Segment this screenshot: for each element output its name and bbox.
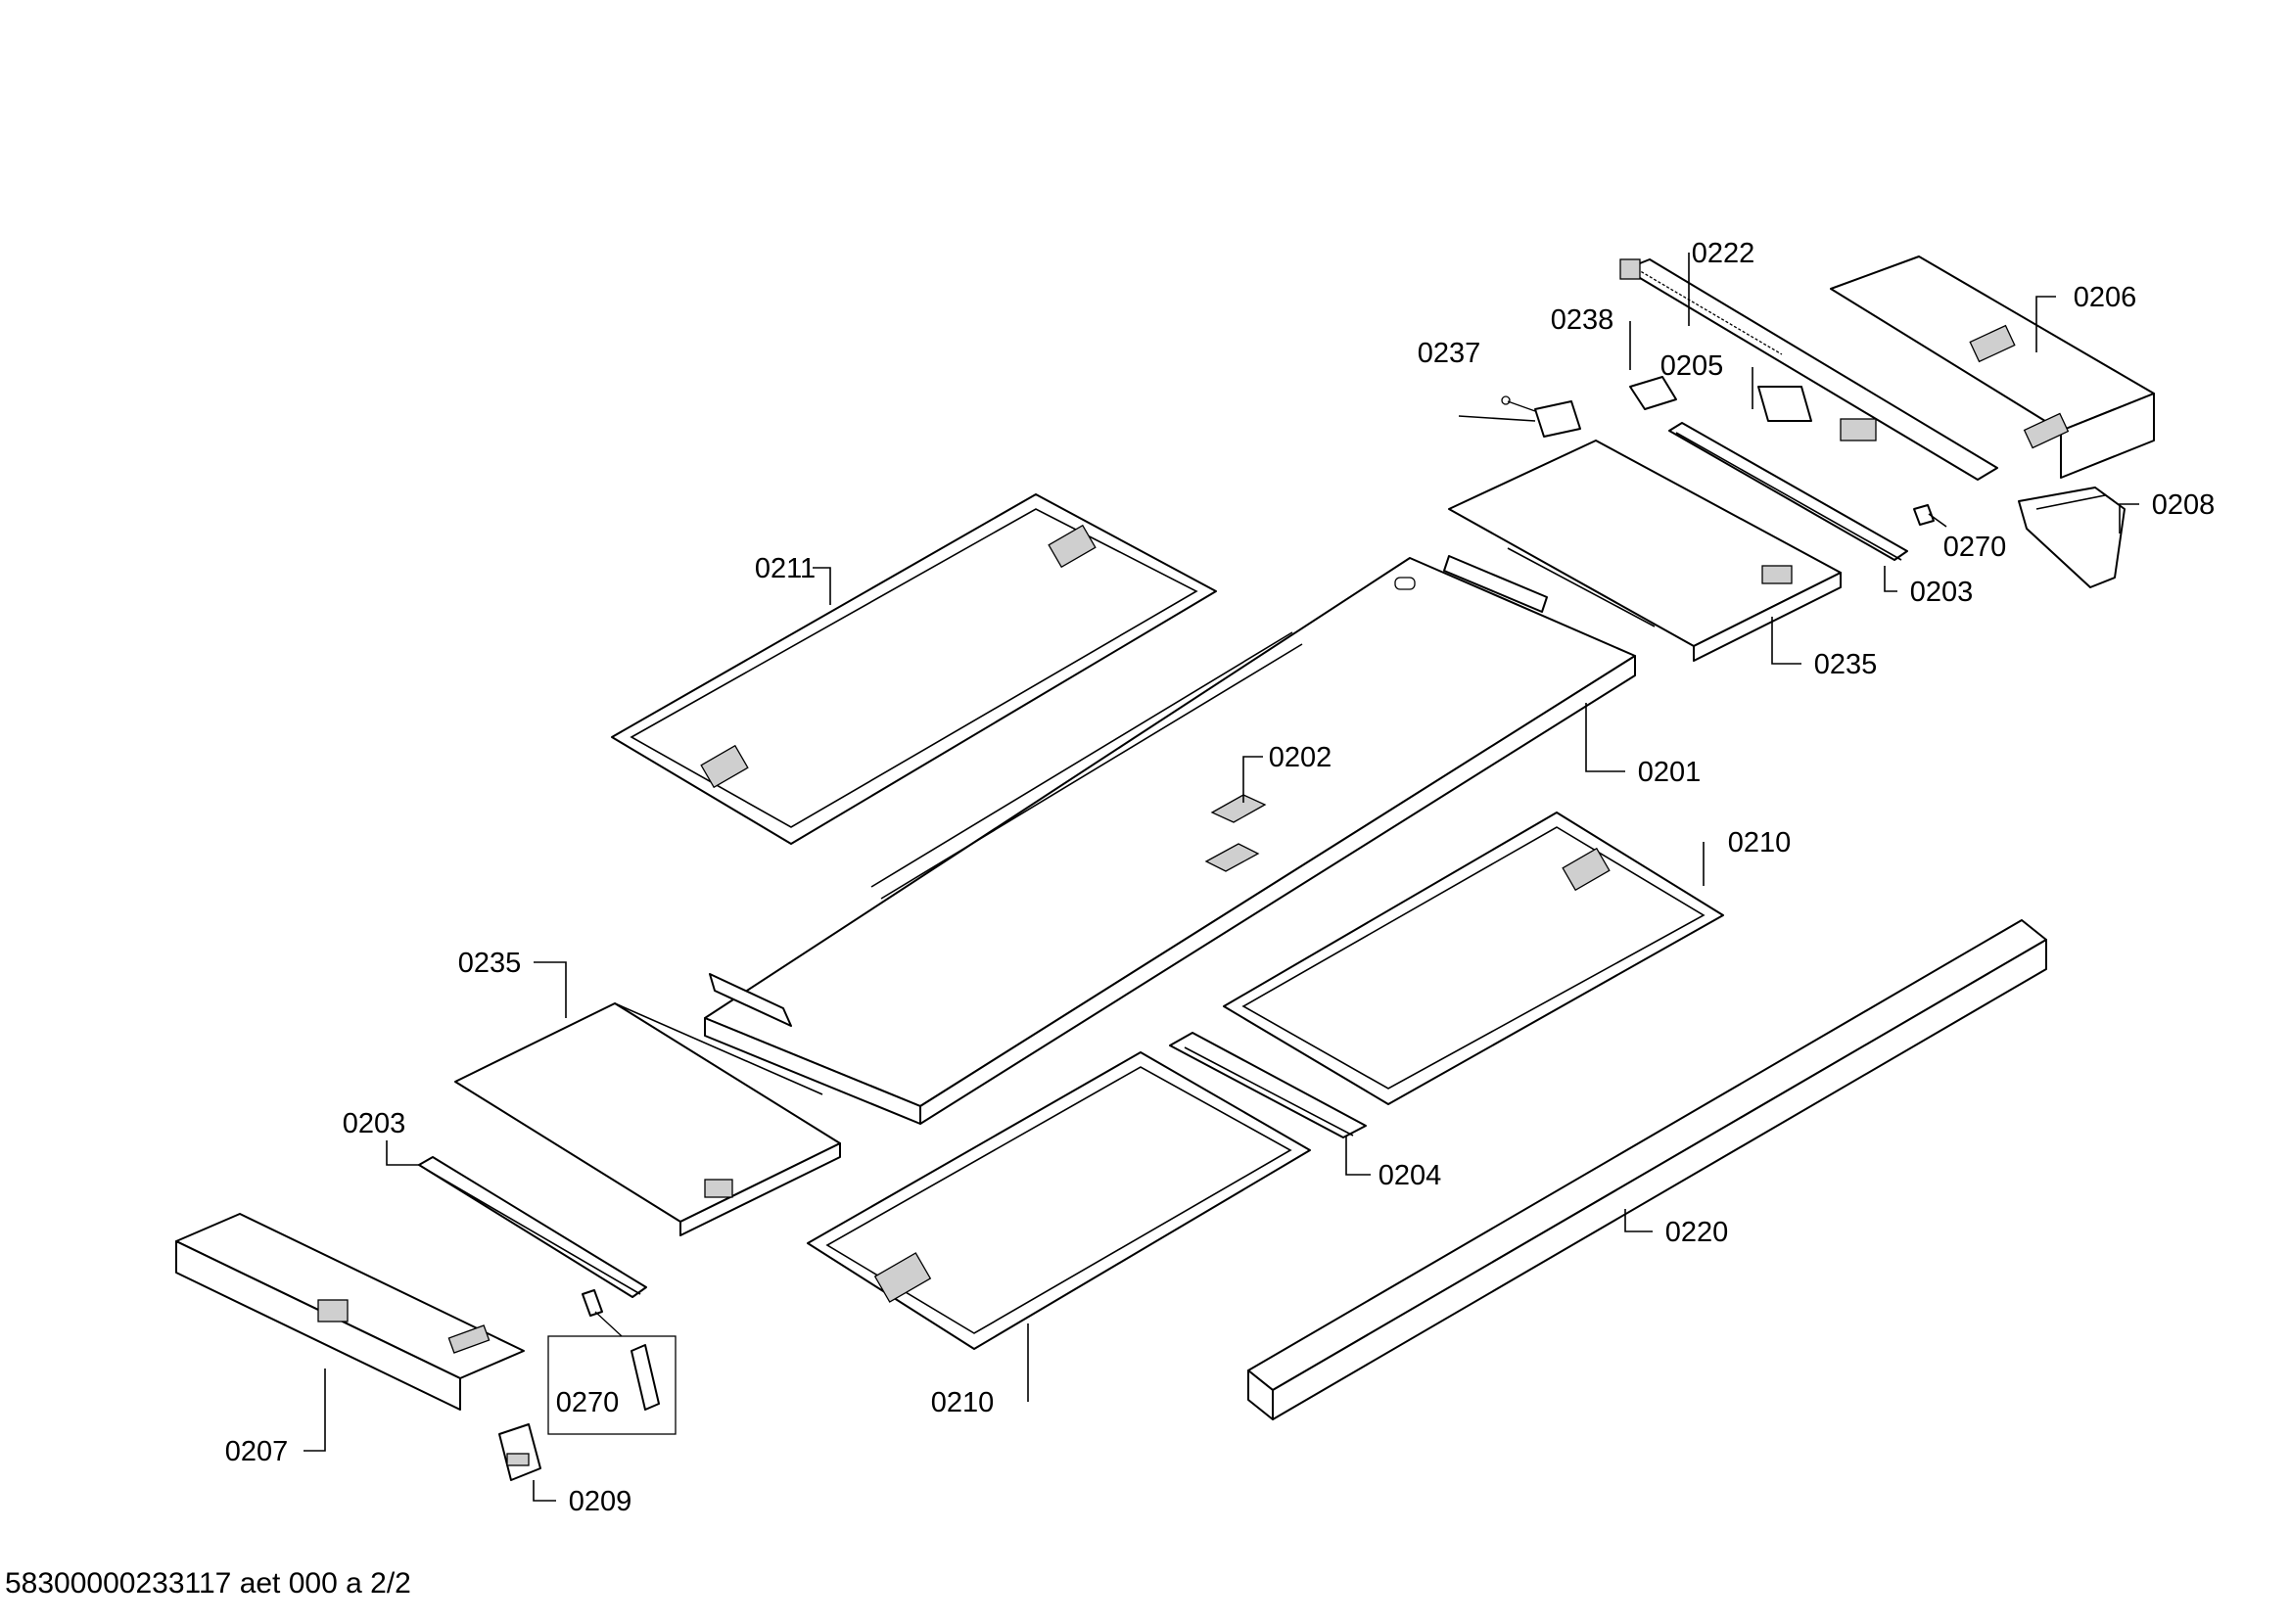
label-0210-front: 0210 [931, 1387, 995, 1418]
label-0204: 0204 [1379, 1160, 1442, 1191]
label-0209: 0209 [569, 1486, 632, 1517]
rail-0203-bottom [418, 1156, 647, 1298]
cable-harness-0222 [1619, 258, 1998, 481]
rail-0203-top [1668, 422, 1908, 561]
label-0210-right: 0210 [1728, 827, 1792, 858]
label-0203-top: 0203 [1910, 577, 1974, 608]
rail-0204 [1169, 1032, 1367, 1138]
glass-panel-0210-right [1223, 812, 1724, 1105]
housing-body-0201 [704, 555, 1636, 1125]
glass-panel-0210-front [807, 1051, 1311, 1350]
label-0235-rear: 0235 [1814, 649, 1878, 680]
leader-lines [304, 253, 2139, 1502]
label-0203-bottom: 0203 [343, 1108, 406, 1139]
clip-0270-top [1913, 504, 1935, 526]
label-0201: 0201 [1638, 757, 1702, 788]
top-panel-0211 [611, 493, 1217, 845]
side-cover-0207 [175, 1213, 525, 1411]
bracket-0235-rear [1448, 440, 1842, 662]
side-cover-0206 [1830, 255, 2155, 479]
label-0235-front: 0235 [458, 948, 522, 979]
label-0222: 0222 [1692, 238, 1755, 269]
label-0270-bottom: 0270 [556, 1387, 620, 1418]
connector-0209 [498, 1423, 541, 1481]
bracket-0235-front [454, 1002, 841, 1236]
label-0237: 0237 [1418, 338, 1481, 369]
sensor-0237 [1501, 395, 1581, 438]
label-0208: 0208 [2152, 489, 2216, 521]
strip-0220 [1247, 919, 2047, 1420]
part-labels: 0222 0206 0238 0205 0237 0208 0270 0203 … [225, 238, 2216, 1517]
document-reference: 58300000233117 aet 000 a 2/2 [5, 1567, 411, 1600]
label-0238: 0238 [1551, 304, 1614, 336]
label-0206: 0206 [2074, 282, 2137, 313]
end-cap-0208 [2018, 487, 2126, 588]
label-0220: 0220 [1665, 1217, 1729, 1248]
label-0205: 0205 [1660, 350, 1724, 382]
label-0207: 0207 [225, 1436, 289, 1467]
label-0270-top: 0270 [1943, 532, 2007, 563]
label-0202: 0202 [1269, 742, 1332, 773]
label-0211: 0211 [755, 553, 816, 584]
sensor-0238 [1629, 376, 1677, 410]
clip-0270-bottom [547, 1289, 677, 1435]
connector-0205 [1757, 386, 1812, 422]
